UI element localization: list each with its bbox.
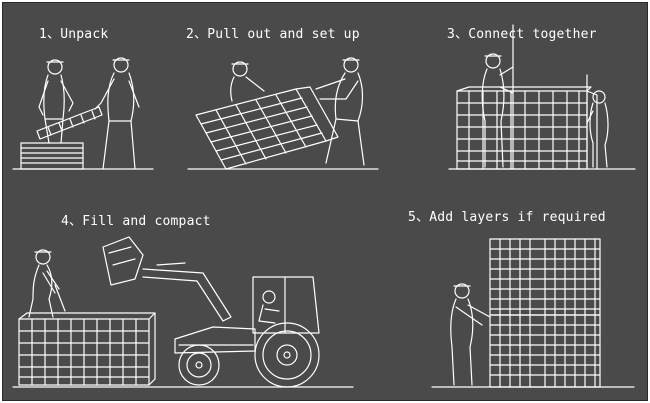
step-5-panel: 5、Add layers if required xyxy=(398,193,643,398)
worker-holding xyxy=(230,61,265,102)
gabion-upper-layer xyxy=(489,238,601,316)
mesh-panel-carried xyxy=(36,106,103,140)
tractor-body xyxy=(174,276,320,354)
step-4-panel: 4、Fill and compact xyxy=(3,193,363,398)
step-3-label: 3、Connect together xyxy=(447,27,597,42)
worker-right-edge xyxy=(586,90,609,168)
unpack-illustration xyxy=(12,57,154,170)
pull-out-illustration xyxy=(187,57,379,170)
connect-illustration xyxy=(448,24,636,170)
worker-layers xyxy=(450,283,491,386)
step-2-panel: 2、Pull out and set up xyxy=(168,3,388,178)
fill-compact-illustration xyxy=(12,236,354,388)
connected-gabion-wall xyxy=(456,86,598,170)
step-1-label: 1、Unpack xyxy=(39,27,109,42)
tractor-driver xyxy=(258,290,280,324)
worker-rod xyxy=(481,53,514,168)
step-5-label: 5、Add layers if required xyxy=(408,210,606,225)
filled-gabion xyxy=(18,312,156,386)
worker-right xyxy=(94,57,140,170)
step-2-label: 2、Pull out and set up xyxy=(186,27,360,42)
add-layers-illustration xyxy=(431,238,635,388)
worker-pulling xyxy=(315,57,365,166)
step-3-panel: 3、Connect together xyxy=(443,3,643,178)
tractor-front-wheel xyxy=(178,344,220,386)
step-4-label: 4、Fill and compact xyxy=(61,214,211,229)
worker-left xyxy=(38,59,74,144)
step-1-panel: 1、Unpack xyxy=(3,3,163,178)
loader-bucket xyxy=(102,236,144,286)
unfolding-gabion xyxy=(195,86,339,170)
flat-packed-bundle xyxy=(20,142,84,170)
gabion-lower-layer xyxy=(489,314,601,388)
worker-shovel xyxy=(28,249,66,318)
loader-arm xyxy=(142,262,232,322)
